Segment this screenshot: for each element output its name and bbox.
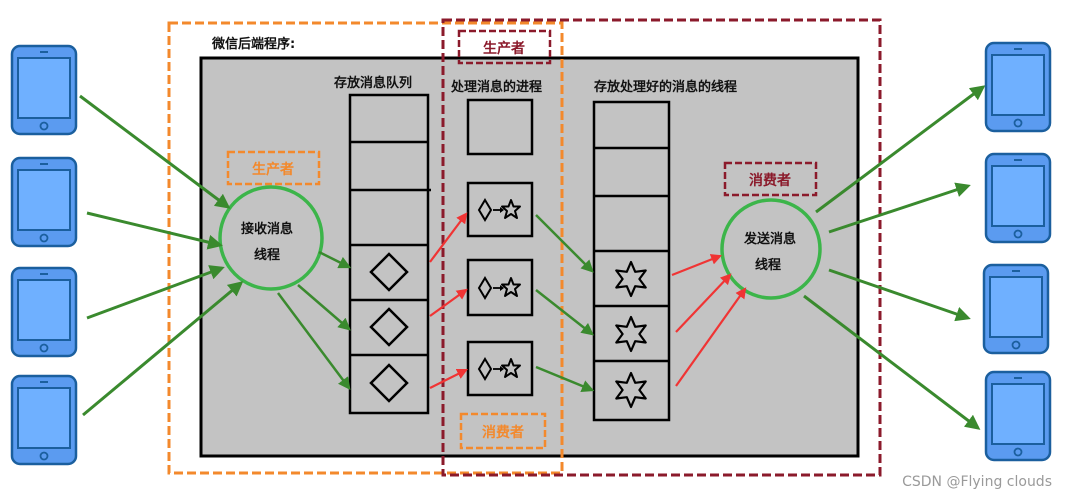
- consumer-tag-bottom-text: 消费者: [482, 424, 524, 441]
- receive-thread-line2: 线程: [254, 247, 280, 263]
- processed-queue: [592, 100, 671, 422]
- tablet-icon: [984, 152, 1052, 244]
- watermark: CSDN @Flying clouds: [902, 474, 1052, 490]
- enqueue-arrows: [276, 250, 352, 391]
- arrow-icon: [828, 268, 971, 322]
- arrow-icon: [535, 365, 595, 392]
- processed-label: 存放处理好的消息的线程: [594, 79, 737, 95]
- queue-label: 存放消息队列: [334, 75, 412, 91]
- tablet-icon: [982, 263, 1050, 355]
- fetch-arrows: [671, 254, 747, 387]
- backend-panel: [199, 56, 860, 458]
- arrow-icon: [276, 292, 351, 391]
- arrow-icon: [297, 284, 351, 331]
- arrow-icon: [429, 212, 468, 263]
- consumer-tag-bottom: [459, 412, 547, 450]
- tablet-icon: [984, 41, 1052, 133]
- arrow-icon: [675, 287, 747, 387]
- tablet-icon: [10, 374, 78, 466]
- consumer-tag-right: [723, 161, 818, 197]
- producer-tag-top-text: 生产者: [483, 40, 525, 57]
- receive-thread-line1: 接收消息: [241, 221, 293, 237]
- process-column: [466, 98, 534, 397]
- arrow-icon: [803, 294, 981, 430]
- message-queue: [348, 93, 431, 415]
- dequeue-arrows: [429, 212, 468, 389]
- tablet-icon: [984, 370, 1052, 462]
- arrow-icon: [828, 182, 971, 234]
- producer-tag-top: [457, 29, 552, 65]
- send-thread-line2: 线程: [755, 257, 781, 273]
- arrow-icon: [815, 85, 986, 214]
- consumer-tag-right-text: 消费者: [749, 172, 791, 189]
- arrow-icon: [671, 254, 723, 277]
- arrow-icon: [429, 288, 468, 317]
- arrow-icon: [535, 289, 594, 336]
- producer-tag-left-text: 生产者: [252, 161, 294, 178]
- page-title: 微信后端程序:: [211, 36, 295, 52]
- arrow-icon: [82, 281, 244, 417]
- store-arrows: [535, 214, 595, 392]
- arrow-icon: [535, 214, 594, 273]
- incoming-arrows: [79, 94, 244, 417]
- arrow-icon: [318, 250, 352, 269]
- tablet-icon: [10, 44, 78, 136]
- arrow-icon: [675, 273, 732, 333]
- arrow-icon: [79, 94, 231, 209]
- send-thread: [720, 198, 822, 300]
- arrow-icon: [86, 211, 223, 250]
- consumer-region: [441, 18, 882, 477]
- process-label: 处理消息的进程: [450, 79, 542, 95]
- producer-region: [167, 21, 564, 475]
- producer-tag-left: [226, 150, 321, 186]
- tablet-icon: [10, 266, 78, 358]
- outgoing-arrows: [803, 85, 986, 430]
- tablet-icon: [10, 156, 78, 248]
- arrow-icon: [429, 369, 468, 389]
- send-thread-line1: 发送消息: [743, 231, 796, 247]
- arrow-icon: [86, 265, 225, 320]
